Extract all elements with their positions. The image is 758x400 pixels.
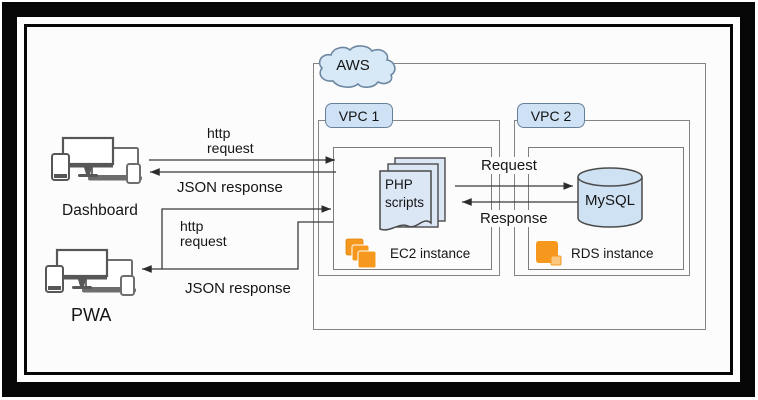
aws-cloud-icon: AWS xyxy=(314,45,398,89)
pwa-request-line2: request xyxy=(180,232,227,249)
dashboard-request-line1: http xyxy=(207,125,231,141)
vpc2-tag: VPC 2 xyxy=(517,103,585,128)
ec2-instance-label: EC2 instance xyxy=(390,246,471,261)
dashboard-devices-icon xyxy=(48,134,146,194)
php-label-line1: PHP xyxy=(385,177,413,192)
vpc1-tag: VPC 1 xyxy=(325,103,393,128)
php-scripts-node: PHP scripts xyxy=(374,155,448,239)
vpc2-boundary xyxy=(514,120,690,276)
pwa-label: PWA xyxy=(71,305,112,325)
pwa-request-label: http request xyxy=(180,219,227,248)
vpc2-label: VPC 2 xyxy=(530,107,572,124)
dashboard-request-label: http request xyxy=(207,126,254,155)
mysql-label: MySQL xyxy=(584,192,635,209)
db-request-label: Request xyxy=(478,157,540,174)
vpc1-label: VPC 1 xyxy=(338,107,380,124)
mysql-db-node: MySQL xyxy=(576,166,644,229)
db-response-label: Response xyxy=(477,210,551,227)
pwa-devices-icon xyxy=(42,246,140,306)
pwa-response-label: JSON response xyxy=(185,280,291,297)
rds-instance-label: RDS instance xyxy=(571,246,654,261)
php-label-line2: scripts xyxy=(385,195,425,210)
dashboard-response-label: JSON response xyxy=(177,179,283,196)
ec2-icon xyxy=(345,238,378,269)
pwa-request-line1: http xyxy=(180,218,204,234)
dashboard-request-line2: request xyxy=(207,139,254,156)
vpc1-boundary xyxy=(318,120,500,276)
aws-cloud-label: AWS xyxy=(336,57,370,74)
rds-icon xyxy=(535,240,564,267)
dashboard-label: Dashboard xyxy=(62,202,138,219)
aws-cloud-boundary xyxy=(313,63,706,330)
rds-instance-box xyxy=(528,147,684,270)
ec2-instance-box xyxy=(333,147,492,270)
